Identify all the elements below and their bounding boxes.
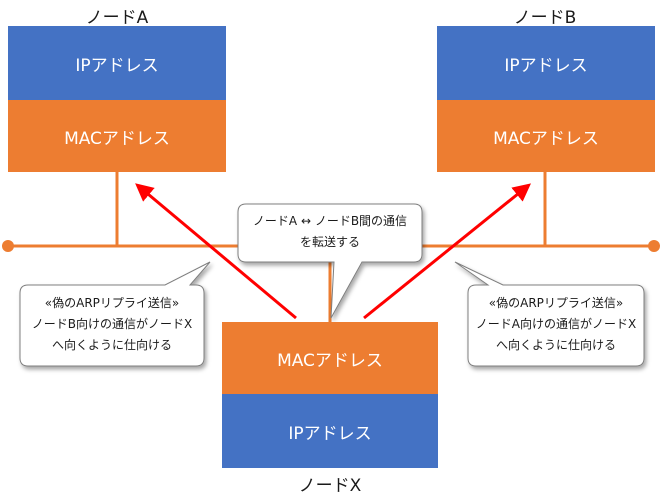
bus-endpoint-right: [648, 240, 660, 252]
bus-endpoint-left: [2, 240, 14, 252]
center-callout-shape: [237, 203, 423, 319]
arrow-to-node-a: [135, 183, 297, 320]
left-callout-shape: [19, 261, 211, 367]
node-a-mac-label: MACアドレス: [64, 128, 170, 149]
node-x-mac-box: MACアドレス: [222, 322, 438, 394]
arrow-to-node-b: [363, 183, 532, 320]
left-callout-text: «偽のARPリプライ送信» ノードB向けの通信がノードX へ向くように仕向ける: [20, 293, 204, 356]
left-callout-line-3: へ向くように仕向ける: [51, 338, 172, 352]
left-callout-line-2: ノードB向けの通信がノードX: [31, 317, 193, 331]
node-b-label: ノードB: [513, 8, 577, 28]
center-callout-text: ノードA ↔ ノードB間の通信 を転送する: [238, 211, 422, 253]
center-callout-line-2: を転送する: [299, 235, 360, 249]
node-x-ip-box: IPアドレス: [222, 394, 438, 468]
right-callout-line-2: ノードA向けの通信がノードX: [475, 317, 637, 331]
node-a-mac-box: MACアドレス: [8, 100, 226, 172]
node-x-mac-label: MACアドレス: [277, 350, 383, 371]
center-callout-line-1: ノードA ↔ ノードB間の通信: [252, 214, 408, 228]
right-callout-line-1: «偽のARPリプライ送信»: [488, 296, 624, 310]
node-a-ip-box: IPアドレス: [8, 26, 226, 100]
node-x-label: ノードX: [298, 476, 362, 496]
node-b-ip-box: IPアドレス: [437, 26, 655, 100]
left-callout-line-1: «偽のARPリプライ送信»: [44, 296, 180, 310]
node-b-mac-box: MACアドレス: [437, 100, 655, 172]
node-x-ip-label: IPアドレス: [288, 423, 372, 444]
right-callout-text: «偽のARPリプライ送信» ノードA向けの通信がノードX へ向くように仕向ける: [468, 293, 644, 356]
node-a-label: ノードA: [85, 8, 149, 28]
node-b-ip-label: IPアドレス: [504, 55, 588, 76]
right-callout-line-3: へ向くように仕向ける: [495, 338, 616, 352]
node-b-mac-label: MACアドレス: [493, 128, 599, 149]
node-a-ip-label: IPアドレス: [75, 55, 159, 76]
right-callout-shape: [454, 261, 645, 367]
